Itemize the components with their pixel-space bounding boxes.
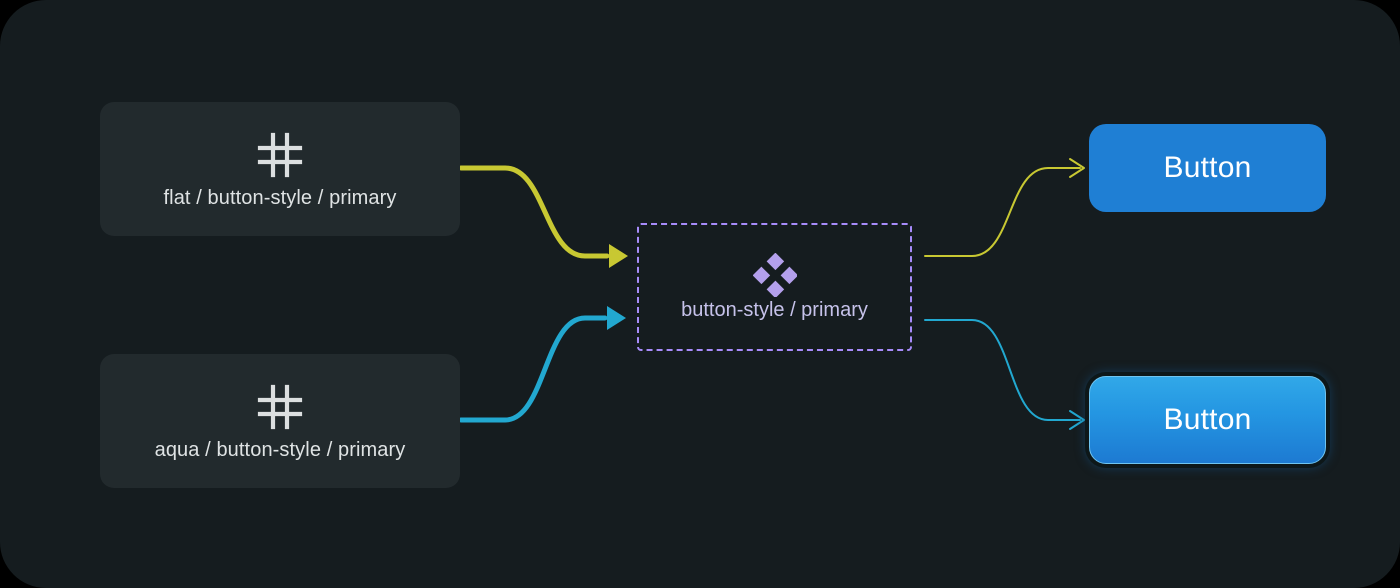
connector-flat-to-center-arrowhead [609, 244, 628, 268]
token-card-aqua-label: aqua / button-style / primary [154, 438, 406, 461]
center-node[interactable]: button-style / primary [637, 223, 912, 351]
connector-center-to-flat [924, 167, 1081, 257]
token-card-flat[interactable]: flat / button-style / primary [100, 102, 460, 236]
connector-center-to-aqua [924, 319, 1081, 421]
output-button-aqua[interactable]: Button [1089, 376, 1326, 464]
center-node-label: button-style / primary [681, 298, 868, 321]
connector-center-to-aqua-arrowhead [1069, 410, 1085, 430]
connector-flat-to-center [458, 165, 610, 259]
token-card-flat-label: flat / button-style / primary [163, 186, 397, 209]
token-card-aqua[interactable]: aqua / button-style / primary [100, 354, 460, 488]
output-button-flat[interactable]: Button [1089, 124, 1326, 212]
output-button-aqua-label: Button [1163, 403, 1252, 436]
connector-center-to-flat-arrowhead [1069, 158, 1085, 178]
four-diamonds-icon [752, 252, 797, 297]
hash-grid-icon [257, 384, 303, 429]
hash-grid-icon [257, 132, 303, 177]
connector-aqua-to-center-arrowhead [607, 306, 626, 330]
connector-aqua-to-center [458, 315, 608, 423]
output-button-flat-label: Button [1163, 151, 1252, 184]
